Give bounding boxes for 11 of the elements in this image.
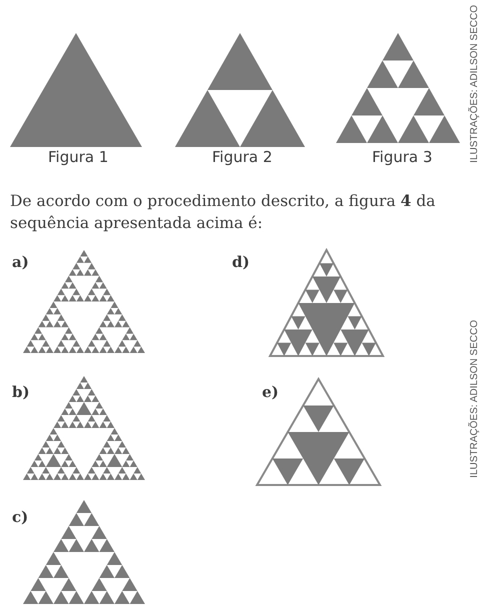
option-letter: c) bbox=[12, 508, 28, 526]
question-text: De acordo com o procedimento descrito, a figura 4 da sequência apresentada acima é: bbox=[10, 190, 436, 234]
option-letter: d) bbox=[232, 253, 250, 271]
illustration-credit: ILUSTRAÇÕES: ADILSON SECCO bbox=[469, 320, 480, 478]
figure-caption: Figura 2 bbox=[212, 148, 272, 166]
option-letter: e) bbox=[262, 383, 279, 401]
illustration-credit: ILUSTRAÇÕES: ADILSON SECCO bbox=[469, 5, 480, 163]
option-letter: a) bbox=[12, 253, 29, 271]
figure-caption: Figura 3 bbox=[372, 148, 432, 166]
option-letter: b) bbox=[12, 383, 30, 401]
figure-caption: Figura 1 bbox=[48, 148, 108, 166]
